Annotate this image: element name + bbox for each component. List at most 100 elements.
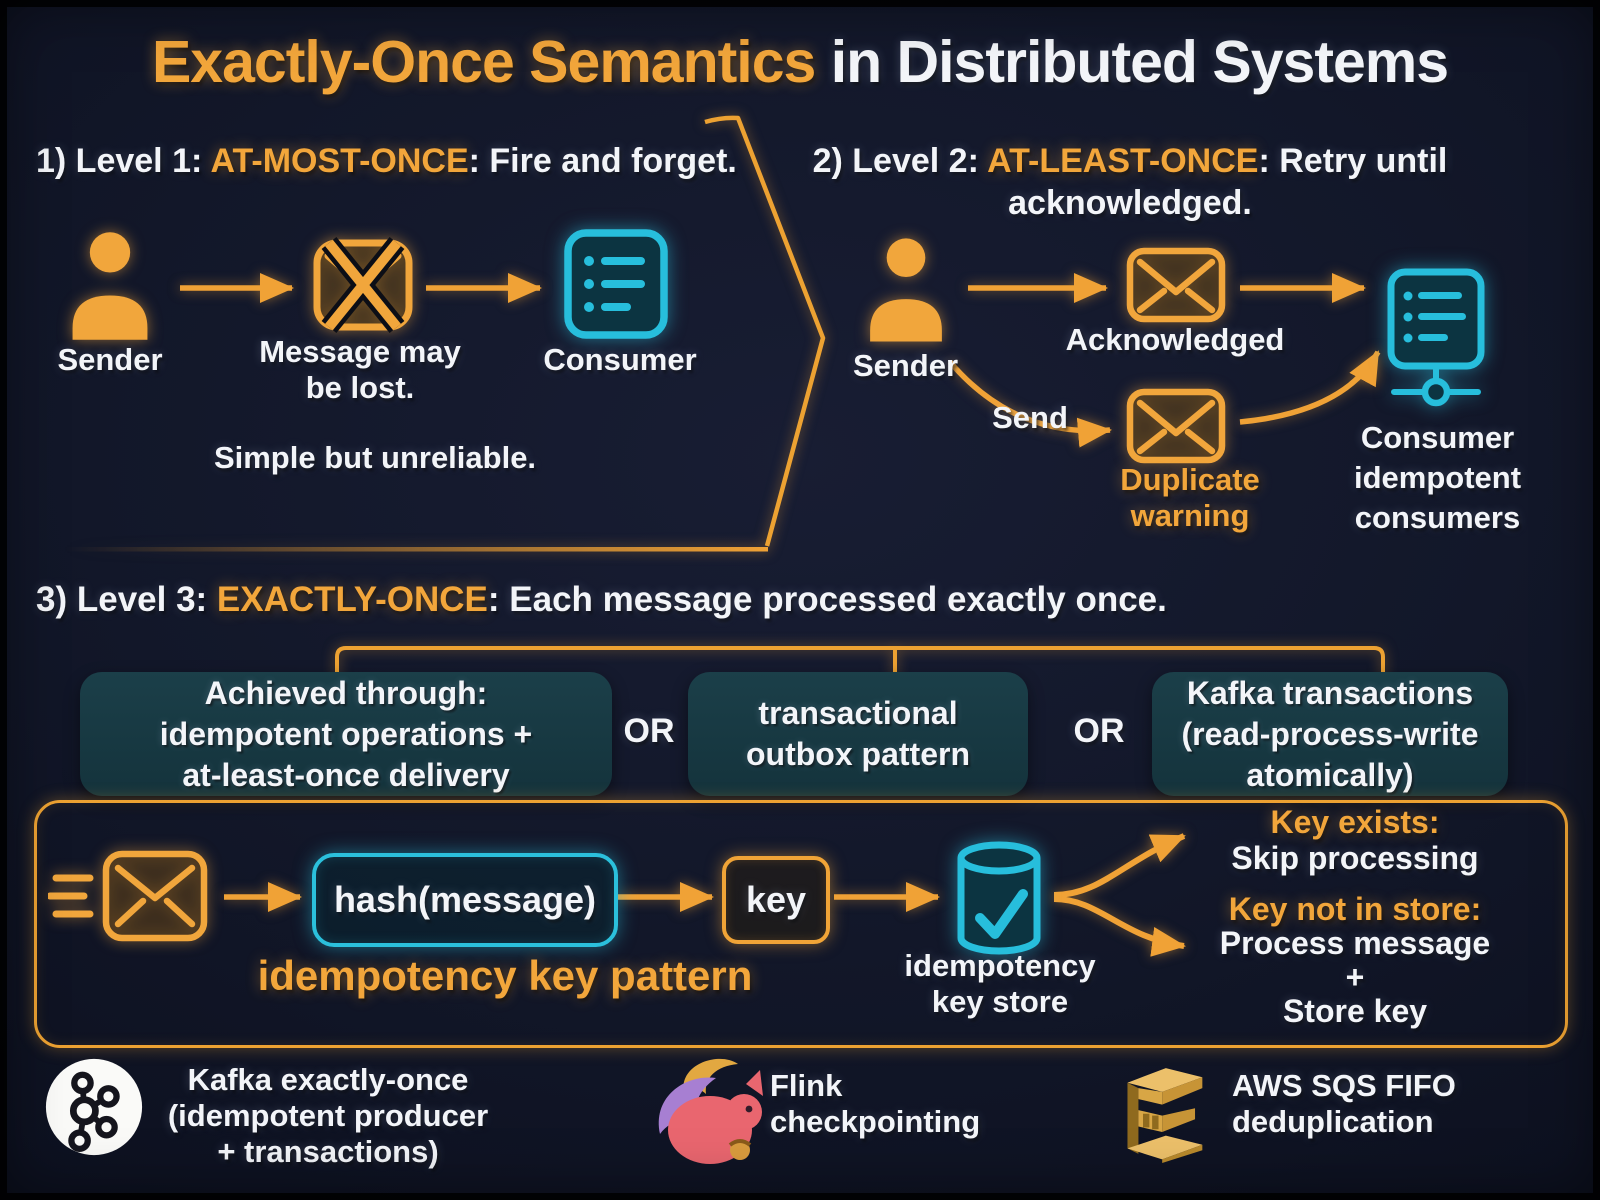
duplicate-envelope-icon: [1126, 386, 1226, 466]
flink-caption: Flink checkpointing: [770, 1068, 1050, 1140]
option-box-idempotent-delivery: Achieved through: idempotent operations …: [80, 672, 612, 796]
option2-line1: transactional: [758, 695, 958, 731]
acknowledged-label: Acknowledged: [1065, 322, 1285, 357]
flink-logo: [652, 1048, 764, 1166]
key-exists-block: Key exists: Skip processing: [1205, 804, 1505, 876]
key-box: key: [722, 856, 830, 944]
duplicate-line2: warning: [1130, 498, 1250, 533]
level2-heading-prefix: 2) Level 2:: [812, 142, 988, 180]
consumer2-line3: consumers: [1354, 500, 1521, 535]
kafka-caption-line1: Kafka exactly-once: [187, 1062, 469, 1097]
level2-heading-line2: acknowledged.: [1008, 184, 1252, 222]
level1-heading: 1) Level 1: AT-MOST-ONCE: Fire and forge…: [36, 140, 737, 182]
kafka-logo: [44, 1056, 144, 1158]
database-check-icon: [957, 841, 1041, 955]
envelope-x-icon: [313, 237, 413, 333]
networked-monitor-icon: [1387, 268, 1485, 407]
flink-caption-line2: checkpointing: [770, 1104, 981, 1139]
sender-icon-level1: [62, 226, 158, 344]
key-store-line1: idempotency: [904, 948, 1096, 983]
message-lost-label: Message may be lost.: [240, 334, 480, 406]
option2-line2: outbox pattern: [746, 736, 970, 772]
flying-message-icon: [48, 846, 210, 946]
person-icon: [870, 238, 942, 342]
level3-heading: 3) Level 3: EXACTLY-ONCE: Each message p…: [36, 580, 1167, 620]
key-missing-block: Key not in store: Process message + Stor…: [1195, 892, 1515, 1028]
consumer2-line2: idempotent: [1353, 460, 1522, 495]
consumer-icon-level1: [563, 228, 669, 340]
option1-line2: idempotent operations +: [159, 715, 533, 752]
option3-line3: atomically): [1246, 756, 1414, 793]
or-separator-2: OR: [1073, 712, 1125, 750]
level1-heading-prefix: 1) Level 1:: [36, 142, 211, 180]
arrow-dup-to-consumer: [1239, 350, 1381, 425]
sender-label-level1: Sender: [57, 342, 163, 377]
person-icon: [72, 232, 148, 340]
aws-sqs-icon: [1127, 1068, 1203, 1164]
envelope-icon: [1126, 247, 1226, 323]
level1-note: Simple but unreliable.: [213, 440, 537, 475]
key-exists-title: Key exists:: [1270, 804, 1440, 840]
aws-sqs-logo: [1122, 1056, 1206, 1166]
kafka-icon: [45, 1058, 143, 1156]
key-missing-line2: +: [1345, 959, 1365, 995]
key-store-label: idempotency key store: [895, 948, 1105, 1020]
flink-caption-line1: Flink: [770, 1068, 843, 1103]
level2-heading-suffix: : Retry until: [1258, 142, 1448, 180]
pattern-label: idempotency key pattern: [257, 952, 753, 999]
key-missing-line1: Process message: [1219, 925, 1491, 961]
level1-heading-keyword: AT-MOST-ONCE: [210, 142, 469, 180]
level2-heading: 2) Level 2: AT-LEAST-ONCE: Retry until a…: [790, 140, 1470, 224]
idempotency-pattern-panel: [34, 800, 1568, 1048]
consumer-node-icon: [1386, 268, 1486, 418]
title-highlight: Exactly-Once Semantics: [151, 29, 816, 95]
section-divider-tail: [64, 547, 768, 552]
message-lost-line2: be lost.: [305, 370, 415, 405]
hash-message-box: hash(message): [312, 853, 618, 947]
key-store-icon: [948, 836, 1050, 964]
section-divider: [704, 115, 826, 547]
options-bracket: [335, 646, 1385, 676]
consumer-idempotent-label: Consumer idempotent consumers: [1340, 418, 1535, 538]
title-rest: in Distributed Systems: [830, 29, 1449, 95]
flink-squirrel-icon: [658, 1058, 763, 1164]
duplicate-warning-label: Duplicate warning: [1105, 462, 1275, 534]
consumer2-line1: Consumer: [1360, 420, 1515, 455]
aws-caption-line1: AWS SQS FIFO: [1232, 1068, 1456, 1103]
key-missing-title: Key not in store:: [1228, 891, 1482, 927]
option1-line3: at-least-once delivery: [182, 756, 510, 793]
branch-key-missing: [1053, 896, 1186, 957]
kafka-caption-line3: + transactions): [217, 1134, 439, 1169]
page-title: Exactly-Once Semantics in Distributed Sy…: [0, 28, 1600, 96]
list-panel-icon: [564, 229, 668, 339]
consumer-label-level1: Consumer: [543, 342, 697, 377]
message-lost-icon: [308, 230, 418, 340]
level2-heading-keyword: AT-LEAST-ONCE: [987, 142, 1259, 180]
sender-icon-level2: [860, 232, 952, 346]
aws-caption-line2: deduplication: [1232, 1104, 1434, 1139]
option-box-transactional-outbox: transactional outbox pattern: [688, 672, 1028, 796]
key-exists-action: Skip processing: [1231, 840, 1479, 876]
level3-heading-suffix: : Each message processed exactly once.: [487, 580, 1167, 619]
key-missing-line3: Store key: [1282, 993, 1428, 1029]
kafka-caption: Kafka exactly-once (idempotent producer …: [148, 1062, 508, 1170]
option3-line1: Kafka transactions: [1186, 674, 1474, 711]
aws-caption: AWS SQS FIFO deduplication: [1232, 1068, 1552, 1140]
sender-label-level2: Sender: [852, 348, 959, 383]
kafka-caption-line2: (idempotent producer: [167, 1098, 489, 1133]
key-store-line2: key store: [931, 984, 1069, 1019]
or-separator-1: OR: [623, 712, 675, 750]
level3-heading-keyword: EXACTLY-ONCE: [216, 580, 488, 619]
envelope-speedlines-icon: [48, 850, 208, 942]
branch-key-exists: [1053, 833, 1186, 898]
level1-heading-suffix: : Fire and forget.: [468, 142, 737, 180]
send-label: Send: [992, 400, 1068, 435]
option-box-kafka-transactions: Kafka transactions (read-process-write a…: [1152, 672, 1508, 796]
arrow-send-curve: [947, 360, 1112, 448]
acknowledged-envelope-icon: [1126, 246, 1226, 324]
envelope-icon: [1126, 388, 1226, 464]
message-lost-line1: Message may: [259, 334, 461, 369]
option3-line2: (read-process-write: [1181, 715, 1479, 752]
